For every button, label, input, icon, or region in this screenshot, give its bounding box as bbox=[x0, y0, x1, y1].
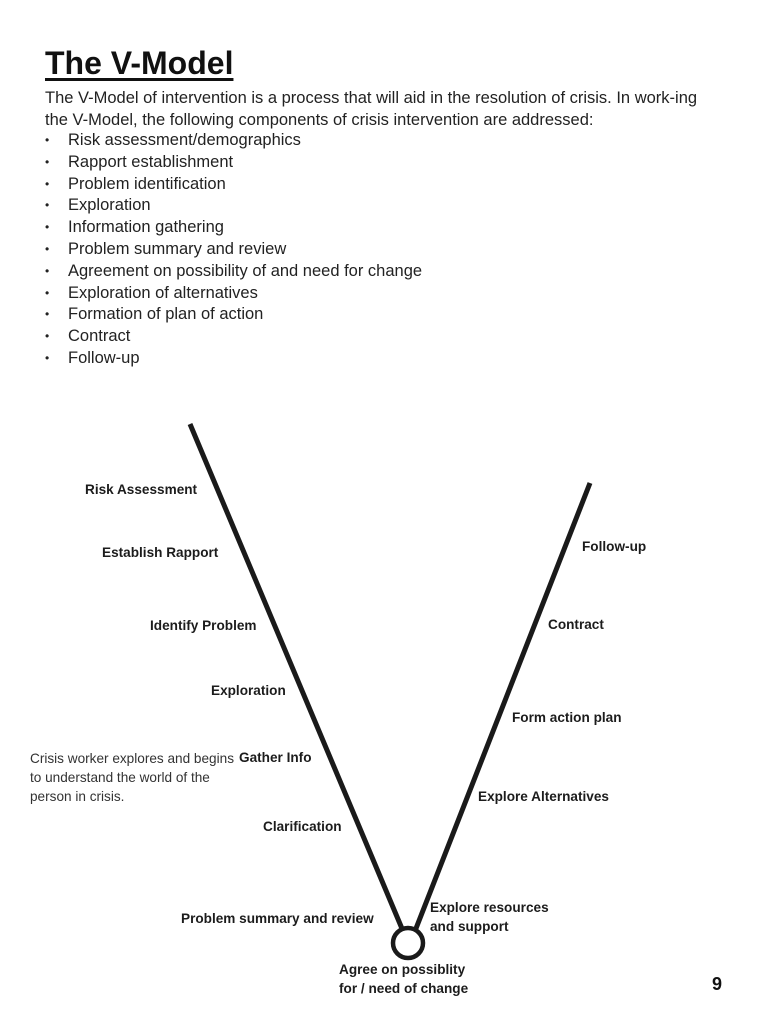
label-explore-resources: Explore resources bbox=[430, 900, 549, 915]
v-right-arm bbox=[412, 482, 593, 932]
list-item: Exploration of alternatives bbox=[45, 283, 422, 305]
list-item: Problem identification bbox=[45, 174, 422, 196]
label-risk-assessment: Risk Assessment bbox=[85, 482, 198, 497]
label-form-action-plan: Form action plan bbox=[512, 710, 622, 725]
label-explore-alternatives: Explore Alternatives bbox=[478, 789, 609, 804]
v-left-arm bbox=[187, 423, 406, 932]
label-clarification: Clarification bbox=[263, 819, 342, 834]
label-and-support: and support bbox=[430, 919, 509, 934]
intro-paragraph: The V-Model of intervention is a process… bbox=[45, 89, 698, 129]
page-title: The V-Model bbox=[45, 45, 234, 81]
list-item: Information gathering bbox=[45, 217, 422, 239]
v-bottom-circle bbox=[390, 925, 426, 961]
list-item: Agreement on possibility of and need for… bbox=[45, 261, 422, 283]
list-item: Follow-up bbox=[45, 348, 422, 370]
components-list: Risk assessment/demographics Rapport est… bbox=[45, 130, 422, 370]
list-item: Rapport establishment bbox=[45, 152, 422, 174]
label-exploration: Exploration bbox=[211, 683, 286, 698]
label-contract: Contract bbox=[548, 617, 604, 632]
side-note: Crisis worker explores and begins to und… bbox=[30, 751, 234, 804]
list-item: Formation of plan of action bbox=[45, 304, 422, 326]
page-number: 9 bbox=[711, 974, 722, 994]
label-need-of-change: for / need of change bbox=[339, 981, 469, 996]
label-agree-on-possibility: Agree on possiblity bbox=[339, 962, 466, 977]
label-problem-summary: Problem summary and review bbox=[181, 911, 374, 926]
list-item: Problem summary and review bbox=[45, 239, 422, 261]
label-establish-rapport: Establish Rapport bbox=[102, 545, 219, 560]
list-item: Contract bbox=[45, 326, 422, 348]
label-follow-up: Follow-up bbox=[582, 539, 646, 554]
list-item: Exploration bbox=[45, 195, 422, 217]
label-identify-problem: Identify Problem bbox=[150, 618, 257, 633]
list-item: Risk assessment/demographics bbox=[45, 130, 422, 152]
label-gather-info: Gather Info bbox=[239, 750, 312, 765]
